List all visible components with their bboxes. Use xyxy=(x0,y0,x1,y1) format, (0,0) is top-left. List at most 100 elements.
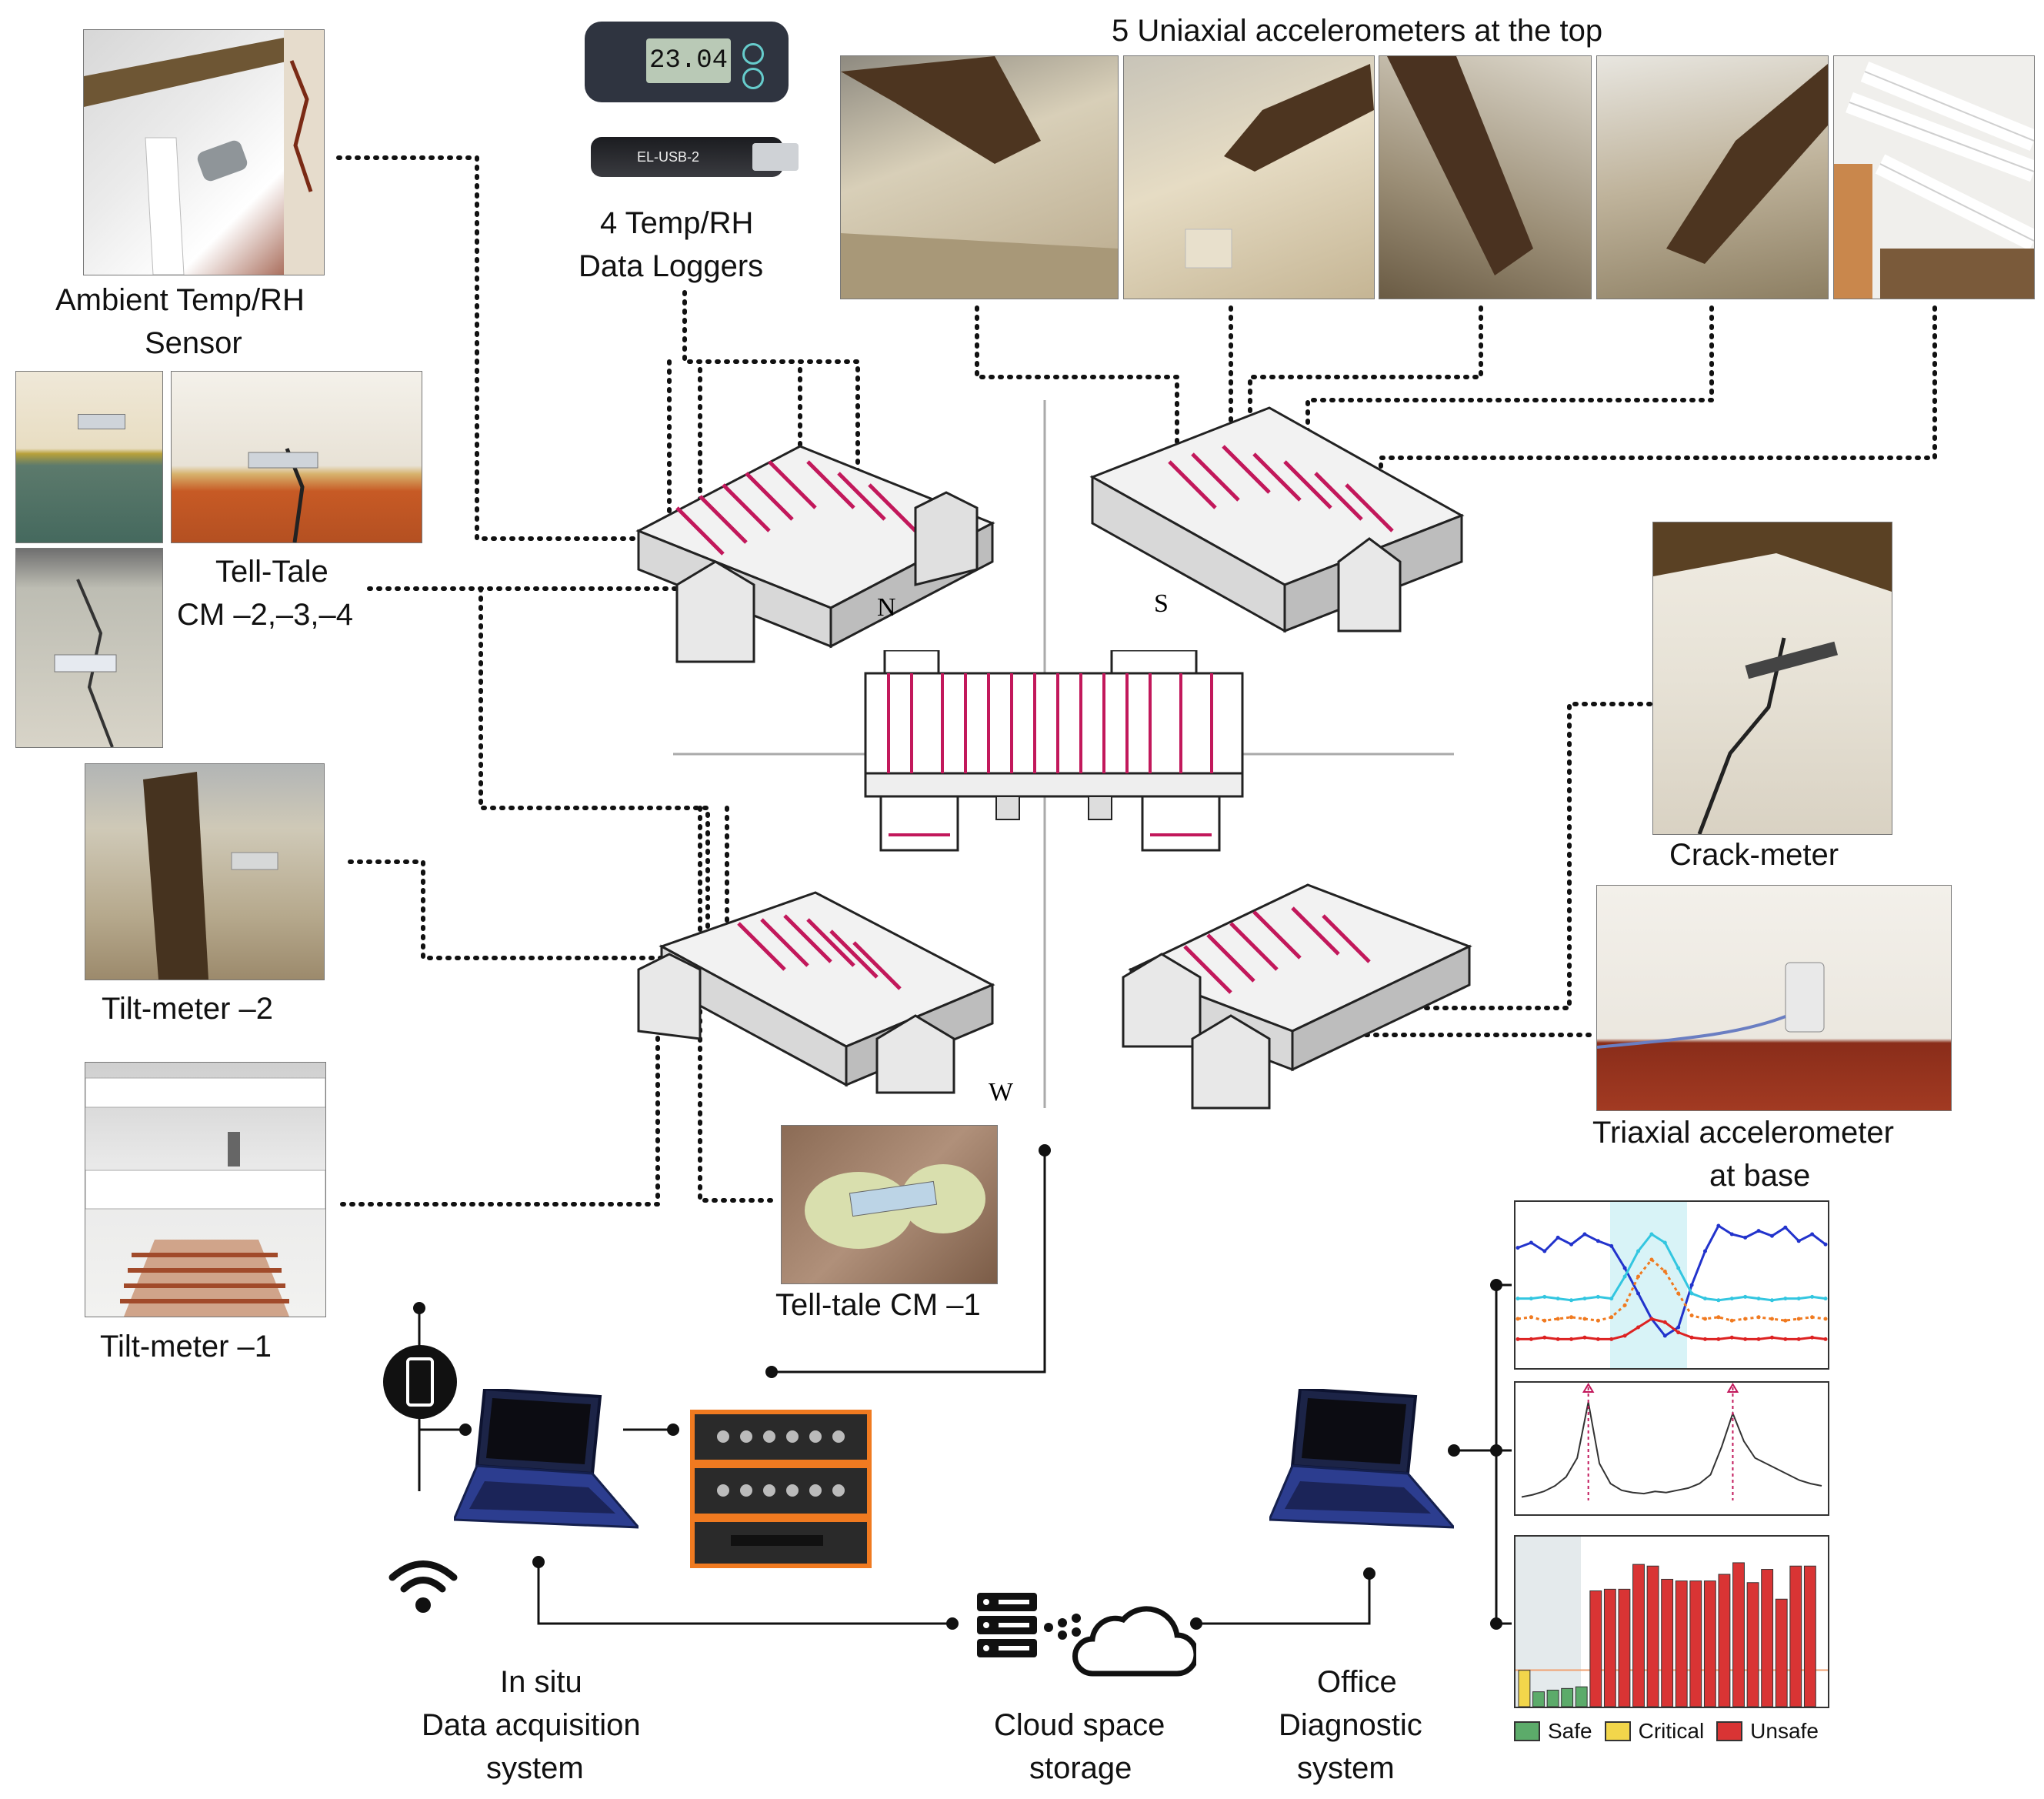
telltale-gauge xyxy=(78,414,125,429)
series-point xyxy=(1769,1298,1774,1303)
bar xyxy=(1589,1590,1602,1707)
triaxial-photo xyxy=(1596,885,1952,1111)
bar xyxy=(1803,1565,1816,1707)
bar xyxy=(1646,1565,1659,1707)
accelerometer-photo-2 xyxy=(1123,55,1375,299)
series-point xyxy=(1542,1335,1547,1340)
ambient-label-1: Ambient Temp/RH xyxy=(55,283,305,317)
series-point xyxy=(1542,1318,1547,1323)
tiltmeter-1-photo xyxy=(85,1062,326,1317)
legend-critical-label: Critical xyxy=(1638,1719,1705,1743)
series-point xyxy=(1569,1242,1574,1247)
series-point xyxy=(1810,1315,1815,1320)
series-point xyxy=(1823,1317,1828,1321)
series-point xyxy=(1783,1337,1788,1341)
series-point xyxy=(1662,1333,1667,1338)
series-point xyxy=(1756,1337,1761,1341)
legend-unsafe-swatch xyxy=(1716,1721,1743,1741)
series-point xyxy=(1569,1337,1574,1341)
bar xyxy=(1703,1580,1716,1707)
triaxial-label-2: at base xyxy=(1709,1159,1811,1193)
series-point xyxy=(1609,1297,1614,1301)
crackmeter-label: Crack-meter xyxy=(1669,838,1839,872)
series-point xyxy=(1716,1223,1721,1228)
office-label-2: Diagnostic xyxy=(1279,1708,1422,1742)
telltale-label-2: CM –2,–3,–4 xyxy=(177,598,354,632)
bar xyxy=(1575,1686,1588,1707)
series-point xyxy=(1622,1303,1627,1307)
cloud-icon xyxy=(1072,1606,1196,1677)
series-point xyxy=(1649,1317,1654,1321)
series-point xyxy=(1796,1297,1801,1301)
series-point xyxy=(1515,1297,1520,1301)
triaxial-label-1: Triaxial accelerometer xyxy=(1592,1116,1894,1150)
bar xyxy=(1718,1574,1731,1707)
telltale-cm1-photo xyxy=(781,1125,998,1284)
series-point xyxy=(1569,1315,1574,1320)
data-logger-device: 23.04 xyxy=(585,22,789,102)
series-point xyxy=(1769,1335,1774,1340)
series-point xyxy=(1662,1240,1667,1245)
series-point xyxy=(1716,1298,1721,1303)
top-accelerometers-label: 5 Uniaxial accelerometers at the top xyxy=(1112,14,1603,48)
series-line xyxy=(1518,1233,1826,1302)
series-line xyxy=(1517,1223,1826,1337)
bar xyxy=(1689,1580,1702,1707)
building-view-north: N xyxy=(635,445,995,663)
insitu-label-2: Data acquisition xyxy=(422,1708,641,1742)
series-point xyxy=(1796,1317,1801,1321)
tiltmeter-1-label: Tilt-meter –1 xyxy=(100,1330,272,1363)
series-point xyxy=(1529,1240,1533,1245)
series-point xyxy=(1609,1243,1614,1248)
series-point xyxy=(1702,1297,1707,1301)
series-point xyxy=(1569,1298,1574,1303)
legend-unsafe-label: Unsafe xyxy=(1750,1719,1819,1743)
peak-arrow xyxy=(1726,1383,1739,1393)
series-point xyxy=(1622,1274,1627,1279)
series-point xyxy=(1783,1225,1788,1230)
series-point xyxy=(1609,1337,1614,1341)
damage-index-bar-chart xyxy=(1514,1535,1829,1708)
series-point xyxy=(1636,1249,1641,1253)
bar xyxy=(1561,1687,1574,1707)
daq-hardware-icon xyxy=(690,1410,872,1568)
series-line xyxy=(1518,1317,1826,1340)
insitu-label-1: In situ xyxy=(500,1665,582,1699)
building-plan-view xyxy=(864,650,1244,852)
series-point xyxy=(1556,1297,1560,1301)
series-point xyxy=(1743,1317,1748,1321)
series-point xyxy=(1810,1294,1815,1299)
series-point xyxy=(1596,1239,1600,1243)
series-point xyxy=(1529,1297,1533,1301)
series-point xyxy=(1702,1249,1707,1253)
series-point xyxy=(1582,1317,1587,1321)
series-point xyxy=(1729,1318,1734,1323)
legend-critical-swatch xyxy=(1604,1721,1631,1741)
bar xyxy=(1732,1562,1745,1707)
transfer-dots-icon xyxy=(1044,1614,1081,1640)
accelerometer-photo-5 xyxy=(1833,55,2035,299)
series-point xyxy=(1622,1266,1627,1270)
telltale-label-1: Tell-Tale xyxy=(215,555,328,589)
bar xyxy=(1761,1569,1774,1707)
series-point xyxy=(1689,1291,1694,1296)
series-point xyxy=(1636,1291,1641,1296)
series-point xyxy=(1676,1325,1681,1330)
telltale-photo-3 xyxy=(15,548,163,748)
series-point xyxy=(1702,1337,1707,1341)
insitu-label-3: system xyxy=(486,1751,584,1785)
building-view-east: E xyxy=(1122,883,1472,1110)
series-point xyxy=(1769,1317,1774,1321)
data-loggers-label-1: 4 Temp/RH xyxy=(600,206,754,240)
crackmeter-photo xyxy=(1652,522,1892,835)
bar xyxy=(1632,1564,1645,1707)
server-icon xyxy=(977,1593,1037,1657)
legend-safe-swatch xyxy=(1514,1721,1540,1741)
series-point xyxy=(1556,1235,1560,1240)
bar xyxy=(1603,1588,1616,1707)
insitu-laptop-icon xyxy=(454,1389,639,1529)
series-point xyxy=(1662,1269,1667,1273)
usb-logger-tag: EL-USB-2 xyxy=(637,149,700,165)
series-point xyxy=(1676,1330,1681,1335)
logger-button-icon xyxy=(742,43,764,65)
